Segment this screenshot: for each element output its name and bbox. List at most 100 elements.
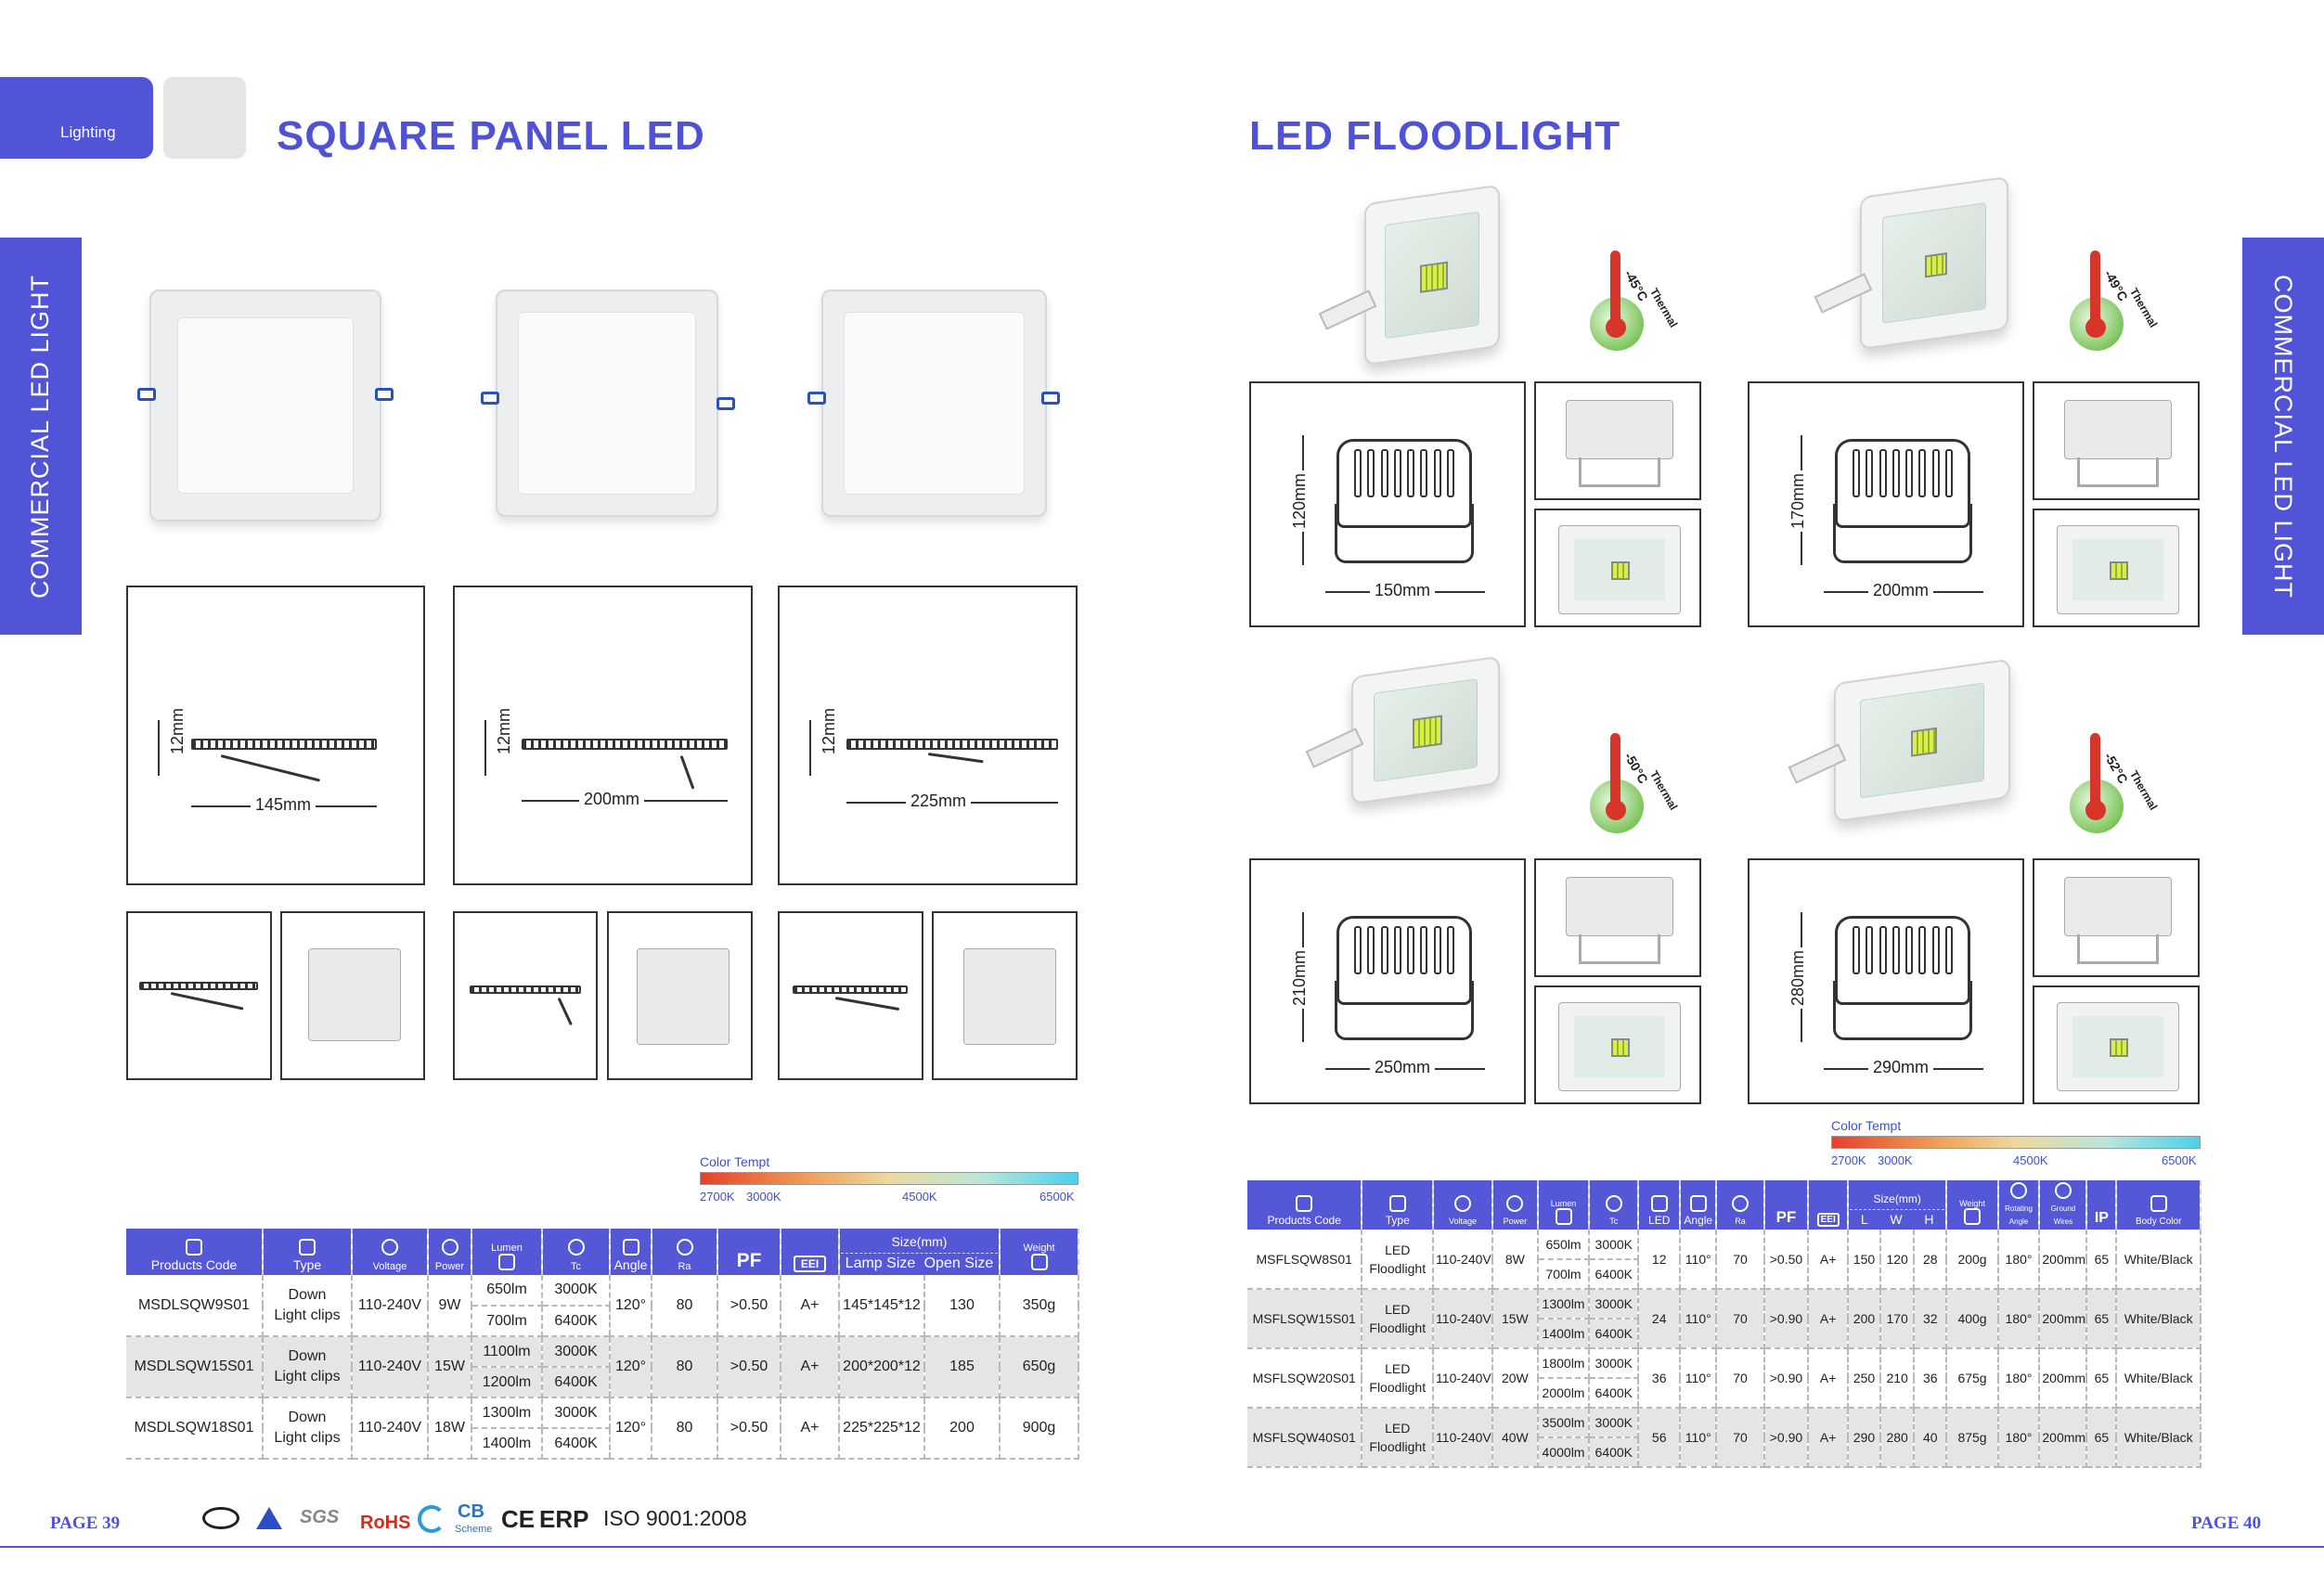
led-chip (1413, 715, 1442, 749)
header-text: Products Code (1267, 1214, 1341, 1227)
page-number-left: PAGE 39 (50, 1513, 121, 1533)
footer-divider (0, 1546, 2324, 1548)
cqc-logo-icon (202, 1507, 239, 1529)
cell-weight: 200g (1946, 1230, 1999, 1290)
col-angle: Angle (610, 1229, 652, 1275)
fin (1905, 926, 1914, 974)
cell-type-b: Light clips (274, 1430, 341, 1446)
cell-tc-a: 3000K (542, 1397, 611, 1429)
fin (1918, 926, 1927, 974)
thermometer-bulb (1606, 800, 1626, 820)
color-temp-label: 3000K (1878, 1153, 1913, 1167)
cell-led: 36 (1638, 1348, 1682, 1409)
floodlight-outline (1336, 439, 1472, 528)
cell-lamp-size: 225*225*12 (839, 1397, 925, 1460)
folder-icon (186, 1239, 202, 1256)
cell-type-b: Floodlight (1369, 1320, 1427, 1335)
tc-icon (567, 1239, 585, 1256)
floodlight-back-thumb (1534, 858, 1701, 977)
dim-width: 225mm (906, 792, 972, 811)
iso-text: ISO 9001:2008 (603, 1506, 747, 1530)
floodlight-stand (1579, 457, 1660, 487)
floodlight-front (1558, 525, 1681, 614)
section-tab-lighting: Lighting (0, 77, 153, 159)
cell-tc-b: 6400K (1589, 1319, 1640, 1349)
cell-l: 150 (1847, 1230, 1882, 1290)
cell-type-b: Floodlight (1369, 1380, 1427, 1395)
cell-tc-a: 3000K (542, 1275, 611, 1307)
cb-logo: CB (458, 1501, 484, 1522)
cell-pf: >0.50 (717, 1397, 781, 1460)
thermometer-bulb (2085, 317, 2106, 338)
col-pf: PF (717, 1229, 781, 1275)
header-text: Angle (1684, 1214, 1713, 1227)
cell-lumen-a: 3500lm (1537, 1408, 1591, 1438)
cell-type-a: LED (1385, 1302, 1411, 1317)
panel-profile-drawing-15w: 12mm 200mm (453, 586, 753, 885)
header-text: Ra (1735, 1217, 1746, 1226)
ra-icon (1731, 1195, 1749, 1212)
power-icon (441, 1239, 458, 1256)
cell-code: MSDLSQW15S01 (126, 1336, 264, 1398)
cell-weight: 400g (1946, 1289, 1999, 1349)
cell-voltage: 110-240V (1433, 1289, 1493, 1349)
rohs-logo: RoHS (360, 1513, 411, 1533)
cell-lumen-b: 1400lm (471, 1428, 543, 1460)
cell-wire: 200mm (2039, 1408, 2088, 1468)
col-type: Type (263, 1229, 353, 1275)
panel-cable (927, 753, 984, 764)
cell-type-a: LED (1385, 1242, 1411, 1257)
col-ip: IP (2086, 1180, 2118, 1230)
header-text: Open Size (923, 1256, 994, 1271)
dim-width: 250mm (1370, 1058, 1436, 1077)
col-led: LED (1638, 1180, 1682, 1230)
col-products-code: Products Code (1247, 1180, 1363, 1230)
color-temp-label: 4500K (2013, 1153, 2048, 1167)
header-text: Size(mm) (1873, 1192, 1921, 1205)
floodlight-front (2057, 1002, 2179, 1091)
floodlight-bracket-outline (1833, 981, 1972, 1040)
fin (1446, 449, 1454, 497)
section-tab-blank (163, 77, 246, 159)
cell-voltage: 110-240V (1433, 1230, 1493, 1290)
header-text: Angle (613, 1257, 648, 1272)
fin (1866, 449, 1874, 497)
col-weight: Weight (1946, 1180, 1999, 1230)
panel-profile (846, 739, 1058, 750)
cell-wire: 200mm (2039, 1289, 2088, 1349)
header-text: Weight (1959, 1199, 1985, 1208)
cell-lumen-a: 650lm (1537, 1230, 1591, 1260)
table-subrow: 1400lm 6400K (126, 1428, 1078, 1460)
panel-clip (375, 388, 394, 401)
floodlight-back (1566, 400, 1673, 459)
table-subrow: 700lm 6400K (126, 1306, 1078, 1337)
cell-code: MSFLSQW15S01 (1247, 1289, 1363, 1349)
header-text: LED (1648, 1214, 1671, 1227)
heat-fins (1354, 449, 1454, 497)
weight-icon (1964, 1208, 1982, 1225)
cell-ra: 70 (1716, 1289, 1765, 1349)
cell-code: MSFLSQW8S01 (1247, 1230, 1363, 1290)
cell-tc-b: 6400K (1589, 1259, 1640, 1290)
cell-lumen-a: 1100lm (471, 1336, 543, 1368)
floodlight-back-thumb (2033, 858, 2200, 977)
header-text: Ra (678, 1261, 691, 1272)
header-text: L (1860, 1212, 1868, 1227)
fin (1931, 449, 1940, 497)
header-text: Lamp Size (845, 1256, 916, 1271)
floodlight-bracket-outline (1335, 504, 1474, 563)
cell-angle: 120° (610, 1397, 652, 1460)
table-subrow: 1200lm 6400K (126, 1367, 1078, 1398)
fin (1944, 449, 1953, 497)
sgs-logo: SGS (300, 1507, 340, 1527)
voltage-icon (381, 1239, 398, 1256)
col-eei: EEI (781, 1229, 840, 1275)
cell-lumen-a: 1300lm (471, 1397, 543, 1429)
cell-eei: A+ (1808, 1408, 1849, 1468)
